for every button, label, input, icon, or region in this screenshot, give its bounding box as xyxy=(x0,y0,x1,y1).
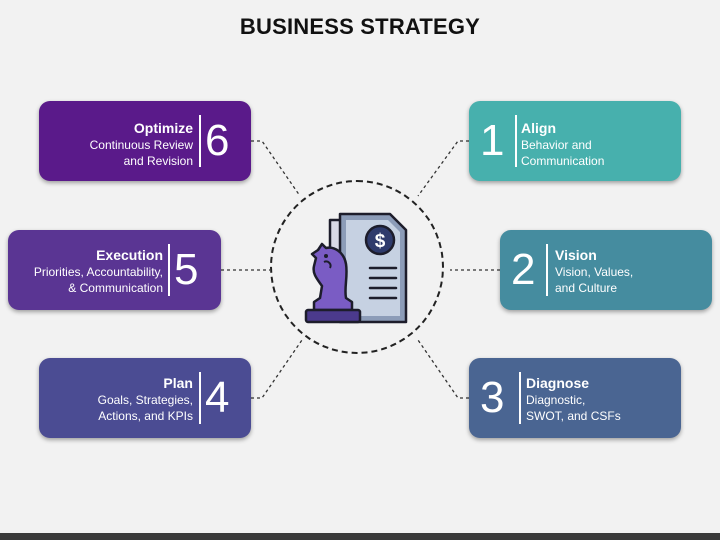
step-card-execution: Execution Priorities, Accountability, & … xyxy=(8,230,221,310)
step-heading: Plan xyxy=(163,375,193,391)
step-description-line: SWOT, and CSFs xyxy=(526,409,621,423)
separator xyxy=(168,244,170,296)
step-number: 4 xyxy=(205,373,230,422)
step-description-line: Goals, Strategies, xyxy=(97,393,193,407)
step-card-optimize: Optimize Continuous Review and Revision … xyxy=(39,101,251,181)
step-heading: Align xyxy=(521,120,556,136)
step-heading: Diagnose xyxy=(526,375,590,391)
bottom-bar xyxy=(0,533,720,540)
step-number: 5 xyxy=(174,245,199,294)
step-number: 1 xyxy=(480,116,505,165)
step-card-align: 1 Align Behavior and Communication xyxy=(469,101,681,181)
step-description-line: and Culture xyxy=(555,281,618,295)
step-card-diagnose: 3 Diagnose Diagnostic, SWOT, and CSFs xyxy=(469,358,681,438)
step-description-line: Behavior and xyxy=(521,138,592,152)
step-description-line: Continuous Review xyxy=(89,138,193,152)
connector-plan xyxy=(251,339,303,399)
connector-diagnose xyxy=(417,339,469,399)
connector-optimize xyxy=(251,140,301,197)
separator xyxy=(515,115,517,167)
step-description-line: Priorities, Accountability, xyxy=(33,265,163,279)
step-description-line: & Communication xyxy=(68,281,163,295)
step-number: 6 xyxy=(205,116,230,165)
step-card-vision: 2 Vision Vision, Values, and Culture xyxy=(500,230,712,310)
step-description-line: Actions, and KPIs xyxy=(98,409,193,423)
step-description-line: and Revision xyxy=(123,154,193,168)
page-title: BUSINESS STRATEGY xyxy=(239,14,481,39)
separator xyxy=(199,115,201,167)
step-card-plan: Plan Goals, Strategies, Actions, and KPI… xyxy=(39,358,251,438)
step-heading: Optimize xyxy=(133,120,193,136)
separator xyxy=(519,372,521,424)
step-number: 2 xyxy=(511,245,536,294)
step-description-line: Diagnostic, xyxy=(526,393,586,407)
strategy-document-chess-knight-icon: $ xyxy=(304,212,408,324)
step-description-line: Communication xyxy=(521,154,605,168)
step-heading: Vision xyxy=(555,247,597,263)
step-description-line: Vision, Values, xyxy=(555,265,634,279)
step-number: 3 xyxy=(480,373,505,422)
step-heading: Execution xyxy=(96,247,163,263)
separator xyxy=(546,244,548,296)
svg-text:$: $ xyxy=(375,231,386,252)
separator xyxy=(199,372,201,424)
connector-align xyxy=(417,140,469,197)
